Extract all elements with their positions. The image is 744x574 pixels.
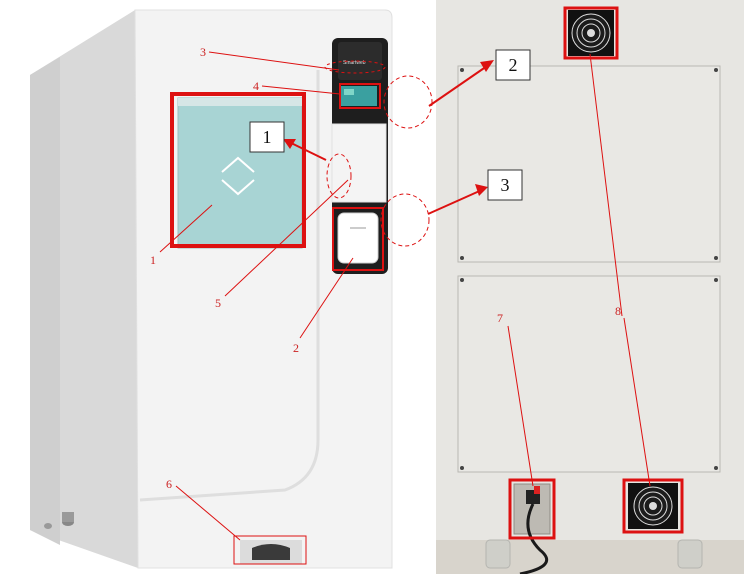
callout-box-1: 1 [249,121,285,153]
label-2: 2 [293,341,299,355]
dashed-circle [324,60,386,74]
viewing-window [177,97,303,249]
chevron-up-icon [221,156,255,173]
label-5: 5 [215,296,221,310]
caster [677,539,703,569]
caster [485,539,511,569]
highlight-power-switch [332,207,384,271]
power-cable [519,503,549,574]
callout-label: 2 [509,55,518,75]
door-groove [139,70,320,502]
label-1: 1 [150,253,156,267]
dashed-circle [326,153,352,199]
label-8: 8 [615,304,621,318]
dashed-circle [383,75,433,129]
upper-access-panel [457,65,721,263]
dashed-circle [380,193,430,247]
highlight-window [170,92,306,248]
back-view [436,0,744,574]
door-handle-panel [331,123,387,203]
arrowheads [283,60,494,196]
label-3: 3 [200,45,206,59]
power-switch [337,212,379,264]
label-6: 6 [166,477,172,491]
annotations [159,6,684,565]
chevron-down-icon [221,179,255,196]
callout-label: 1 [263,127,272,147]
lower-access-panel [457,275,721,473]
highlight-display [339,83,381,109]
callout-box-2: 2 [495,49,531,81]
front-view: Smartweb [30,9,393,569]
highlight-bottom-slot [233,535,307,565]
highlight-top-fan [563,6,619,60]
panel-brand: Smartweb [343,60,366,66]
callout-label: 3 [501,175,510,195]
label-7: 7 [497,311,503,325]
callout-box-3: 3 [487,169,523,201]
highlight-bottom-fan [622,478,684,534]
label-4: 4 [253,79,259,93]
